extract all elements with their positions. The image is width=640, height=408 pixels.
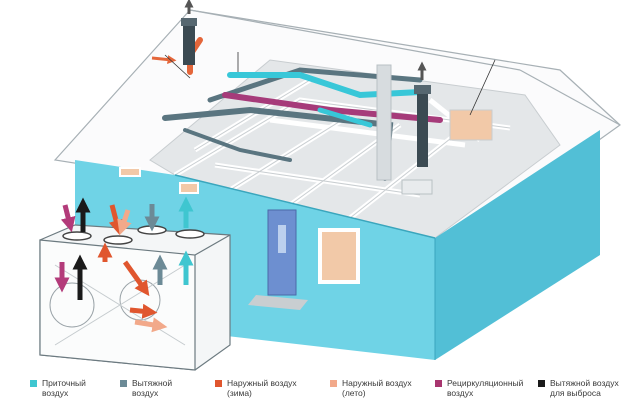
roof-vent-pipes — [181, 18, 433, 195]
legend-item-outdoor-summer: Наружный воздух (лето) — [330, 378, 426, 398]
roof-air-arrows — [151, 0, 427, 80]
legend-label: Вытяжной воздух — [132, 378, 173, 398]
exhaust-outside-swatch-icon — [538, 380, 545, 387]
legend-label: Приточный воздух — [42, 378, 86, 398]
outdoor-winter-swatch-icon — [215, 380, 222, 387]
legend-item-fresh-air: Приточный воздух — [30, 378, 126, 398]
legend-label: Наружный воздух (зима) — [227, 378, 297, 398]
recirculation-swatch-icon — [435, 380, 442, 387]
legend-item-recirculation: Рециркуляционный воздух — [435, 378, 531, 398]
legend-label: Рециркуляционный воздух — [447, 378, 524, 398]
legend-label: Вытяжной воздух для выброса — [550, 378, 619, 398]
callout-lines — [164, 52, 496, 116]
exhaust-air-swatch-icon — [120, 380, 127, 387]
house-walls — [75, 130, 600, 360]
outdoor-summer-swatch-icon — [330, 380, 337, 387]
legend-item-exhaust-outside: Вытяжной воздух для выброса — [538, 378, 634, 398]
front-door — [248, 209, 308, 310]
fresh-air-swatch-icon — [30, 380, 37, 387]
legend-item-exhaust-air: Вытяжной воздух — [120, 378, 216, 398]
ventilation-house-diagram — [39, 0, 621, 371]
ventilation-unit — [39, 224, 231, 371]
house-windows — [119, 109, 493, 284]
legend-label: Наружный воздух (лето) — [342, 378, 412, 398]
legend-item-outdoor-winter: Наружный воздух (зима) — [215, 378, 311, 398]
legend: Приточный воздух Вытяжной воздух Наружны… — [30, 378, 640, 408]
unit-air-arrows — [54, 196, 194, 333]
